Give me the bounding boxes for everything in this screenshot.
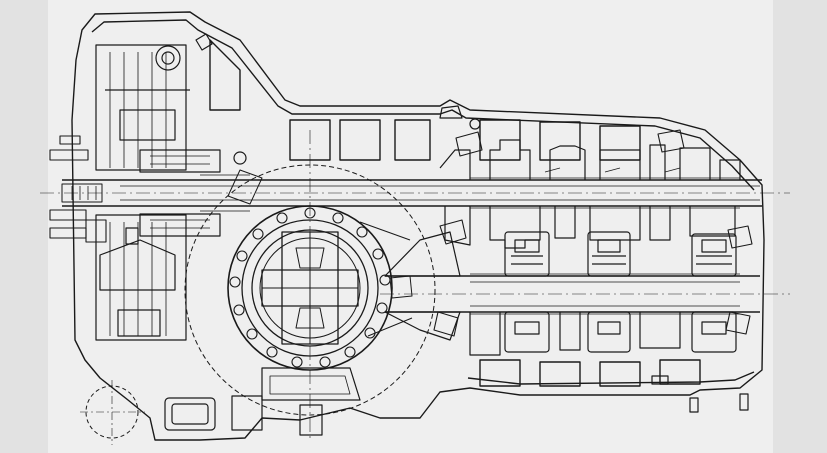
housing-outline [71,11,765,441]
upper-gear-sets [439,139,741,249]
pinion-shaft [380,231,790,341]
pump-outline [80,380,145,445]
section-details [200,167,740,315]
input-shaft [40,179,790,207]
final-drive-cover [231,367,361,431]
clutch-assembly [95,44,221,341]
differential-assembly [184,130,436,440]
roller-bearings [433,129,753,337]
synchronizers [469,231,737,356]
input-studs [49,135,107,243]
bolt-bosses [164,33,749,436]
ring-gear-bolts [229,207,391,368]
